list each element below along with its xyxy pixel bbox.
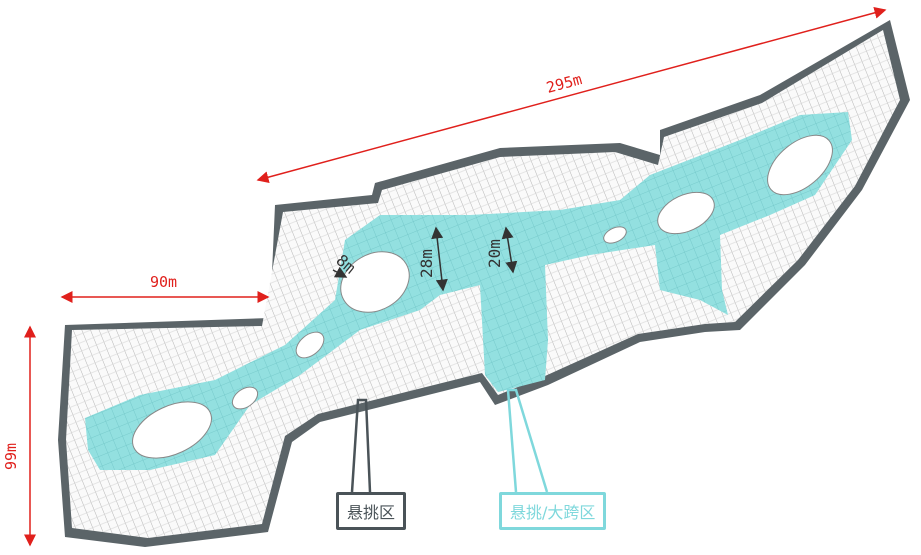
cantilever-leader [350,398,372,493]
span-a-label: 28m [417,249,436,278]
long-span-zone-callout: 悬挑/大跨区 [499,492,607,530]
atrium [657,191,715,235]
atrium [231,386,259,410]
dimension-line-span-a [431,226,448,292]
atrium [132,401,212,459]
cantilever-zone-callout: 悬挑区 [336,492,407,530]
height-label: 99m [2,443,20,470]
corridor-zone [85,112,852,470]
width-label: 90m [150,273,177,291]
atrium [603,226,627,244]
dimension-line-length [256,6,887,184]
atrium [340,251,410,313]
dimension-line-cantilever [332,266,348,278]
long-span-leader [506,388,549,493]
span-b-label: 20m [485,239,504,268]
atrium [295,331,325,359]
dimension-line-span-b [501,226,518,274]
